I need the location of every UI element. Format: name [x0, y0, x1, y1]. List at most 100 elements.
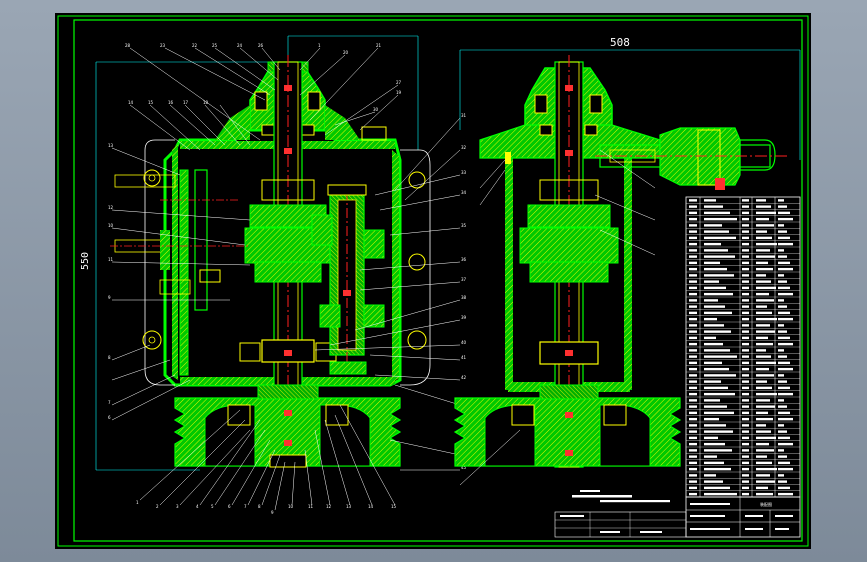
- table-cell-glyph: [778, 355, 787, 358]
- table-cell-glyph: [742, 449, 749, 452]
- table-cell-glyph: [689, 249, 697, 252]
- table-cell-glyph: [756, 217, 769, 221]
- table-cell-glyph: [756, 492, 773, 496]
- table-cell-glyph: [704, 255, 735, 258]
- table-cell-glyph: [689, 311, 697, 315]
- svg-text:41: 41: [461, 355, 467, 360]
- table-cell-glyph: [742, 436, 749, 440]
- table-cell-glyph: [756, 230, 767, 233]
- table-cell-glyph: [756, 317, 777, 321]
- table-cell-glyph: [756, 367, 769, 371]
- table-cell-glyph: [756, 424, 766, 427]
- table-cell-glyph: [742, 380, 749, 383]
- table-cell-glyph: [742, 236, 749, 240]
- table-cell-glyph: [689, 374, 697, 377]
- table-cell-glyph: [704, 330, 731, 333]
- table-cell-glyph: [778, 367, 793, 371]
- sheet-border-outer: [57, 15, 809, 547]
- svg-text:26: 26: [258, 43, 264, 48]
- table-cell-glyph: [778, 211, 790, 215]
- table-cell-glyph: [689, 299, 697, 302]
- table-cell-glyph: [704, 292, 733, 296]
- table-cell-glyph: [689, 480, 697, 483]
- table-cell-glyph: [742, 286, 749, 290]
- svg-text:8: 8: [108, 355, 111, 360]
- svg-text:36: 36: [461, 257, 467, 262]
- table-cell-glyph: [704, 436, 718, 440]
- table-cell-glyph: [689, 449, 697, 452]
- table-cell-glyph: [742, 405, 749, 408]
- table-cell-glyph: [689, 205, 697, 208]
- table-cell-glyph: [742, 342, 749, 346]
- table-cell-glyph: [756, 236, 772, 240]
- table-cell-glyph: [778, 386, 790, 390]
- svg-text:25: 25: [212, 43, 218, 48]
- table-cell-glyph: [689, 267, 697, 271]
- table-cell-glyph: [689, 330, 697, 333]
- table-cell-glyph: [689, 430, 697, 433]
- svg-text:3: 3: [176, 504, 179, 509]
- table-cell-glyph: [756, 324, 770, 327]
- table-cell-glyph: [778, 486, 790, 490]
- table-cell-glyph: [742, 274, 749, 277]
- table-cell-glyph: [778, 242, 793, 246]
- table-cell-glyph: [689, 230, 697, 233]
- table-cell-glyph: [689, 349, 697, 352]
- table-cell-glyph: [778, 199, 784, 202]
- table-cell-glyph: [704, 392, 735, 396]
- table-cell-glyph: [756, 430, 771, 433]
- table-cell-glyph: [742, 311, 749, 315]
- table-cell-glyph: [704, 417, 719, 421]
- table-cell-glyph: [742, 399, 749, 402]
- table-cell-glyph: [704, 211, 730, 215]
- table-cell-glyph: [756, 449, 774, 452]
- table-cell-glyph: [756, 405, 775, 408]
- svg-text:39: 39: [461, 315, 467, 320]
- table-cell-glyph: [704, 236, 736, 240]
- table-cell-glyph: [756, 342, 773, 346]
- table-cell-glyph: [689, 255, 697, 258]
- table-cell-glyph: [778, 455, 787, 458]
- table-cell-glyph: [742, 492, 749, 496]
- table-cell-glyph: [756, 261, 768, 265]
- svg-text:15: 15: [148, 100, 154, 105]
- svg-text:24: 24: [237, 43, 243, 48]
- svg-text:35: 35: [461, 223, 467, 228]
- table-cell-glyph: [756, 274, 766, 277]
- table-cell-glyph: [704, 324, 724, 327]
- svg-text:10: 10: [288, 504, 294, 509]
- table-cell-glyph: [778, 261, 790, 265]
- table-cell-glyph: [756, 455, 767, 458]
- table-cell-glyph: [704, 455, 717, 458]
- svg-text:18: 18: [203, 100, 209, 105]
- table-cell-glyph: [689, 324, 697, 327]
- table-cell-glyph: [704, 349, 730, 352]
- svg-text:2: 2: [156, 504, 159, 509]
- table-cell-glyph: [689, 274, 697, 277]
- table-cell-glyph: [704, 355, 737, 358]
- svg-text:34: 34: [461, 190, 467, 195]
- table-cell-glyph: [742, 261, 749, 265]
- parts-list-table: [685, 196, 801, 498]
- table-cell-glyph: [756, 355, 771, 358]
- table-cell-glyph: [742, 217, 749, 221]
- table-cell-glyph: [756, 411, 768, 415]
- table-cell-glyph: [704, 336, 716, 340]
- table-cell-glyph: [756, 249, 770, 252]
- table-cell-glyph: [778, 392, 793, 396]
- table-cell-glyph: [689, 411, 697, 415]
- table-cell-glyph: [689, 386, 697, 390]
- table-cell-glyph: [756, 442, 769, 446]
- table-cell-glyph: [756, 486, 768, 490]
- title-block: 装配图: [554, 490, 801, 538]
- table-cell-glyph: [778, 336, 790, 340]
- table-cell-glyph: [756, 199, 766, 202]
- table-cell-glyph: [778, 417, 793, 421]
- table-cell-glyph: [778, 205, 787, 208]
- table-cell-glyph: [742, 467, 749, 471]
- table-cell-glyph: [756, 386, 772, 390]
- svg-text:33: 33: [461, 170, 467, 175]
- table-cell-glyph: [689, 217, 697, 221]
- table-cell-glyph: [689, 211, 697, 215]
